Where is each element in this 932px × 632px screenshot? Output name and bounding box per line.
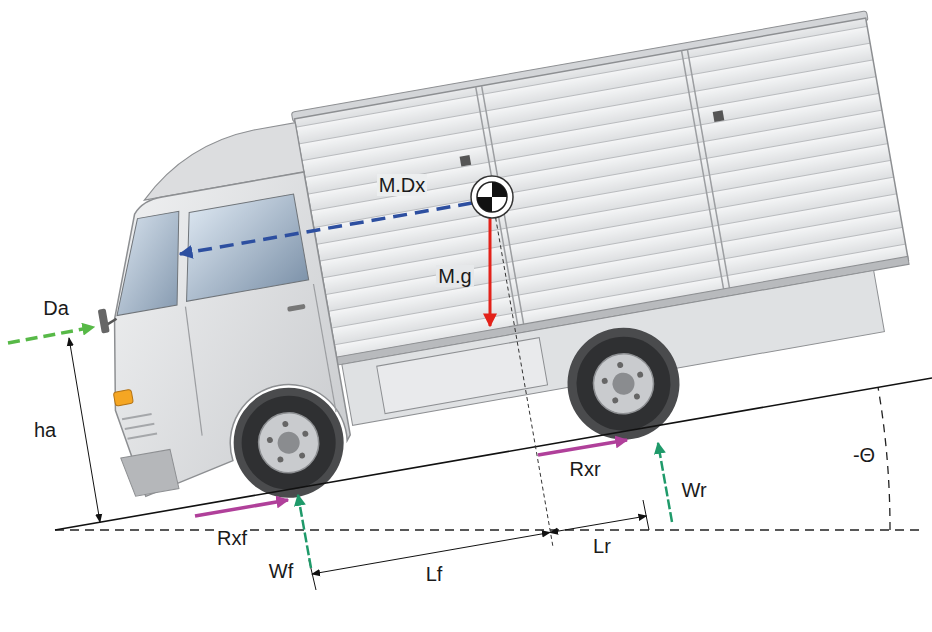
front-wheel xyxy=(234,388,343,497)
weight-arrow xyxy=(489,214,492,326)
dimension-label: Lf xyxy=(424,563,445,585)
storage-box xyxy=(377,338,548,414)
ha-dimension xyxy=(69,338,100,522)
lug xyxy=(637,371,644,378)
windshield xyxy=(101,211,195,315)
rear-wheel xyxy=(569,329,678,438)
grille xyxy=(125,424,155,429)
force-label: Rxf xyxy=(215,527,249,549)
dimension-label: ha xyxy=(32,419,58,441)
door-seam xyxy=(687,50,730,292)
wheel-well xyxy=(225,379,352,506)
front-traction-arrow xyxy=(195,500,288,516)
mirror xyxy=(98,308,110,333)
truck-body xyxy=(67,11,932,527)
tire xyxy=(234,388,343,497)
door-seam xyxy=(682,51,725,293)
lug xyxy=(302,430,309,437)
lr-dimension xyxy=(550,516,647,533)
rim xyxy=(254,408,324,478)
door-latch xyxy=(460,155,472,167)
inertia-force-arrow xyxy=(180,203,472,254)
door-seam xyxy=(476,87,519,329)
cg-quadrant xyxy=(477,197,492,212)
door-handle xyxy=(287,304,306,312)
road-incline xyxy=(55,378,932,530)
force-label: Wr xyxy=(679,479,708,501)
door-line xyxy=(313,284,336,412)
lug xyxy=(617,362,624,369)
side-window xyxy=(171,194,308,301)
force-label: Da xyxy=(41,297,71,319)
door-latch xyxy=(713,110,725,122)
rear-traction-arrow xyxy=(538,440,627,455)
front-normal-arrow xyxy=(298,495,311,568)
force-label: M.Dx xyxy=(377,174,428,196)
lug xyxy=(277,456,284,463)
bumper xyxy=(121,449,179,497)
cab xyxy=(80,172,354,499)
force-label: Wf xyxy=(267,560,295,582)
lug xyxy=(601,377,608,384)
cg-reference-line xyxy=(492,197,553,547)
wheel-well xyxy=(559,319,689,449)
cg-quadrant xyxy=(492,182,507,197)
mirror-arm xyxy=(107,319,118,325)
lug xyxy=(633,393,640,400)
lug xyxy=(299,452,306,459)
hub xyxy=(611,371,636,396)
force-label: Rxr xyxy=(567,458,602,480)
lug xyxy=(266,436,273,443)
angle-label: -Θ xyxy=(851,444,877,466)
lug xyxy=(282,421,289,428)
drag-force-arrow xyxy=(8,327,94,343)
door-line xyxy=(180,307,208,436)
cg-symbol xyxy=(471,176,513,218)
lug xyxy=(612,397,619,404)
force-label: M.g xyxy=(436,265,473,287)
angle-arc xyxy=(878,387,890,530)
tire xyxy=(569,329,678,438)
headlight xyxy=(113,389,133,406)
dimension-label: Lr xyxy=(591,535,613,557)
grille xyxy=(122,414,152,419)
grille xyxy=(128,433,158,438)
cg-disc xyxy=(477,182,507,212)
hub xyxy=(276,430,301,455)
rim xyxy=(589,349,659,419)
cg-ring xyxy=(471,176,513,218)
horizontal-reference xyxy=(55,529,925,530)
rear-normal-arrow xyxy=(658,443,672,522)
extension-line xyxy=(643,500,649,530)
